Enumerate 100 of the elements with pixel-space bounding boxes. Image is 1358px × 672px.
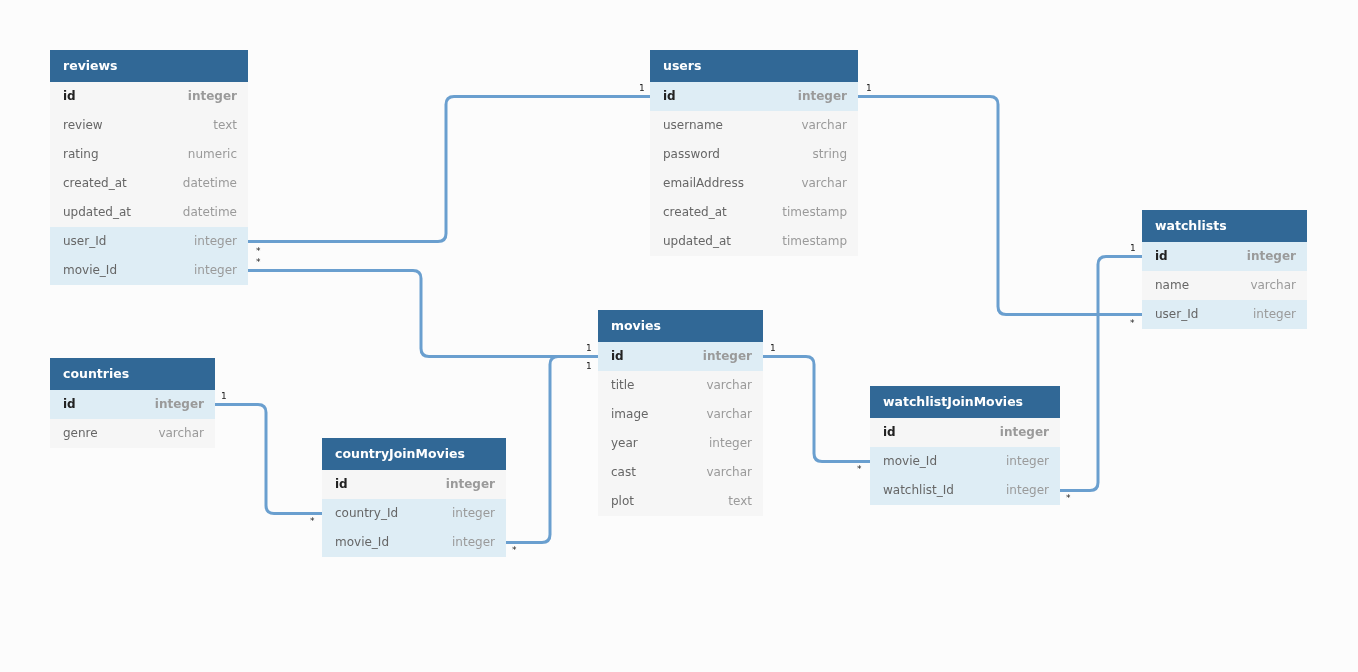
relationship-line [506, 355, 598, 544]
relationship-line [1060, 255, 1142, 492]
field-type: integer [194, 234, 237, 248]
field-type: varchar [801, 176, 847, 190]
cardinality-mark: 1 [639, 83, 645, 93]
table-card [322, 438, 506, 557]
field-type: varchar [706, 407, 752, 421]
cardinality-mark: 1 [1130, 243, 1136, 253]
field-name: image [611, 407, 649, 421]
cardinality-mark: * [1130, 318, 1135, 328]
field-name: updated_at [63, 205, 131, 219]
table-header: watchlistJoinMovies [870, 386, 1060, 418]
field-type: varchar [1250, 278, 1296, 292]
field-type: integer [452, 506, 495, 520]
field-type: integer [154, 397, 204, 411]
field-name: movie_Id [883, 454, 937, 468]
field-name: title [611, 378, 635, 392]
field-type: integer [1006, 483, 1049, 497]
field-type: varchar [706, 378, 752, 392]
field-type: integer [187, 89, 237, 103]
field-type: integer [797, 89, 847, 103]
field-type: integer [1006, 454, 1049, 468]
field-type: integer [1253, 307, 1296, 321]
field-type: datetime [182, 176, 237, 190]
field-name: user_Id [63, 234, 107, 248]
field-type: integer [452, 535, 495, 549]
table-header: movies [598, 310, 763, 342]
table-header: countryJoinMovies [322, 438, 506, 470]
field-name: movie_Id [63, 263, 117, 277]
table-row [50, 390, 215, 419]
cardinality-mark: 1 [866, 83, 872, 93]
table-header: users [650, 50, 858, 82]
field-type: text [728, 494, 752, 508]
field-name: cast [611, 465, 636, 479]
field-type: string [812, 147, 847, 161]
table-row [870, 476, 1060, 505]
cardinality-mark: 1 [221, 391, 227, 401]
field-name: id [611, 349, 624, 363]
field-name: updated_at [663, 234, 731, 248]
field-name: country_Id [335, 506, 399, 520]
field-name: id [663, 89, 676, 103]
cardinality-mark: * [256, 246, 261, 256]
field-type: integer [999, 425, 1049, 439]
field-name: name [1155, 278, 1190, 292]
table-row [50, 256, 248, 285]
cardinality-mark: * [310, 516, 315, 526]
field-type: varchar [158, 426, 204, 440]
field-name: username [663, 118, 723, 132]
table-row [1142, 300, 1307, 329]
field-type: integer [445, 477, 495, 491]
table-row [870, 447, 1060, 476]
cardinality-mark: * [256, 257, 261, 267]
field-name: user_Id [1155, 307, 1199, 321]
table-row [650, 82, 858, 111]
table-row [598, 342, 763, 371]
field-type: datetime [182, 205, 237, 219]
table-card [50, 50, 248, 285]
table-header: countries [50, 358, 215, 390]
relationship-line [248, 95, 650, 243]
field-name: id [883, 425, 896, 439]
cardinality-mark: 1 [586, 361, 592, 371]
field-name: emailAddress [663, 176, 744, 190]
field-type: integer [709, 436, 752, 450]
field-type: timestamp [782, 205, 847, 219]
relationship-line [763, 355, 870, 463]
table-card [1142, 210, 1307, 329]
cardinality-mark: * [857, 464, 862, 474]
table-row [50, 227, 248, 256]
table-header: reviews [50, 50, 248, 82]
field-name: created_at [663, 205, 727, 219]
field-name: id [63, 397, 76, 411]
field-type: integer [194, 263, 237, 277]
cardinality-mark: 1 [586, 343, 592, 353]
table-card [870, 386, 1060, 505]
relationship-line [858, 95, 1142, 316]
field-name: movie_Id [335, 535, 389, 549]
table-row [322, 528, 506, 557]
field-type: varchar [706, 465, 752, 479]
field-name: year [611, 436, 638, 450]
table-header: watchlists [1142, 210, 1307, 242]
field-type: timestamp [782, 234, 847, 248]
field-name: id [1155, 249, 1168, 263]
cardinality-mark: * [1066, 493, 1071, 503]
field-type: text [213, 118, 237, 132]
field-type: integer [1246, 249, 1296, 263]
cardinality-mark: 1 [770, 343, 776, 353]
field-name: genre [63, 426, 98, 440]
field-name: plot [611, 494, 634, 508]
field-name: id [335, 477, 348, 491]
table-row [322, 499, 506, 528]
field-name: rating [63, 147, 99, 161]
field-name: password [663, 147, 720, 161]
field-name: created_at [63, 176, 127, 190]
field-name: id [63, 89, 76, 103]
table-row [1142, 242, 1307, 271]
field-type: integer [702, 349, 752, 363]
field-name: watchlist_Id [883, 483, 954, 497]
field-name: review [63, 118, 103, 132]
relationship-line [215, 403, 322, 515]
field-type: varchar [801, 118, 847, 132]
